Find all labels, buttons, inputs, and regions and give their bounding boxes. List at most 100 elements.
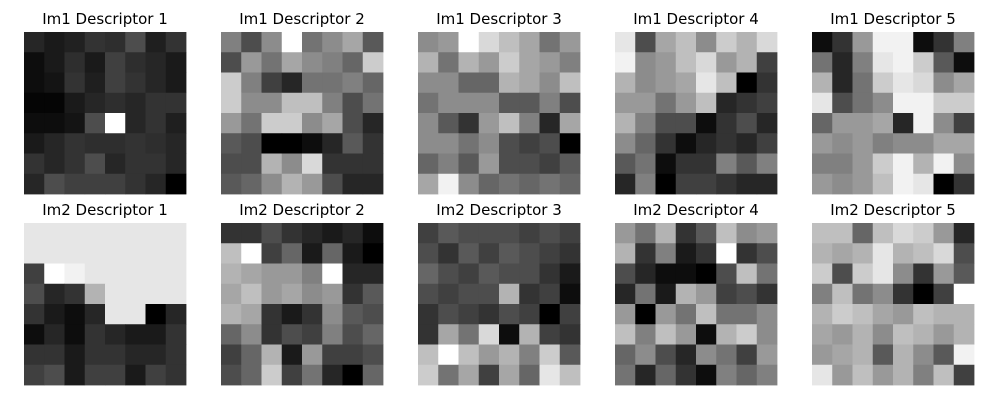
heatmap-cell: [519, 173, 540, 195]
heatmap-cell: [872, 364, 894, 386]
heatmap-cell: [852, 344, 874, 366]
heatmap-cell: [852, 32, 874, 53]
heatmap-cell: [261, 304, 283, 325]
heatmap-cell: [519, 92, 540, 114]
heatmap-cell: [342, 364, 364, 386]
heatmap-cell: [125, 324, 146, 345]
heatmap-cell: [655, 113, 677, 134]
heatmap-cell: [832, 283, 853, 305]
heatmap-cell: [302, 304, 323, 325]
heatmap-cell: [478, 153, 500, 175]
heatmap-cell: [322, 344, 343, 366]
heatmap-cell: [418, 52, 439, 73]
heatmap-cell: [716, 324, 737, 345]
heatmap-cell: [635, 223, 656, 244]
heatmap-cell: [736, 52, 758, 73]
heatmap-cell: [478, 52, 500, 73]
heatmap-cell: [756, 364, 778, 386]
heatmap-cell: [125, 173, 146, 195]
heatmap-cell: [322, 223, 343, 244]
heatmap-cell: [893, 92, 914, 114]
heatmap-cell: [221, 243, 242, 264]
heatmap-cell: [675, 344, 697, 366]
heatmap-cell: [418, 113, 439, 134]
heatmap-cell: [812, 324, 833, 345]
heatmap-cell: [812, 113, 833, 134]
heatmap-cell: [716, 32, 737, 53]
heatmap-cell: [418, 72, 439, 94]
heatmap-cell: [635, 304, 656, 325]
heatmap-cell: [519, 153, 540, 175]
heatmap-cell: [559, 72, 581, 94]
heatmap-cell: [302, 324, 323, 345]
heatmap-cell: [64, 32, 86, 53]
heatmap-cell: [933, 263, 955, 285]
heatmap-cell: [418, 364, 439, 386]
heatmap-cell: [933, 153, 955, 175]
heatmap-cell: [736, 133, 758, 154]
heatmap-cell: [64, 263, 86, 285]
heatmap-cell: [458, 113, 480, 134]
heatmap-cell: [675, 173, 697, 195]
heatmap-cell: [478, 173, 500, 195]
heatmap-cell: [635, 52, 656, 73]
heatmap-cell: [261, 223, 283, 244]
heatmap-cell: [893, 304, 914, 325]
heatmap-cell: [125, 223, 146, 244]
heatmap-cell: [872, 304, 894, 325]
heatmap-cell: [221, 324, 242, 345]
heatmap-cell: [812, 153, 833, 175]
heatmap-cell: [716, 364, 737, 386]
heatmap-cell: [893, 324, 914, 345]
heatmap-cell: [893, 243, 914, 264]
heatmap-cell: [852, 133, 874, 154]
heatmap-cell: [221, 52, 242, 73]
heatmap-cell: [615, 344, 636, 366]
heatmap-cell: [893, 263, 914, 285]
heatmap-cell: [852, 223, 874, 244]
heatmap-cell: [44, 364, 65, 386]
heatmap-cell: [736, 263, 758, 285]
heatmap-cell: [519, 133, 540, 154]
heatmap-cell: [281, 324, 303, 345]
heatmap-cell: [458, 173, 480, 195]
heatmap-cell: [716, 243, 737, 264]
heatmap-cell: [241, 52, 262, 73]
heatmap-cell: [559, 324, 581, 345]
heatmap-cell: [499, 153, 520, 175]
heatmap-cell: [893, 113, 914, 134]
heatmap-cell: [736, 243, 758, 264]
heatmap-cell: [418, 223, 439, 244]
heatmap-cell: [322, 113, 343, 134]
heatmap-cell: [44, 283, 65, 305]
heatmap-cell: [812, 283, 833, 305]
heatmap-cell: [241, 32, 262, 53]
heatmap-cell: [812, 223, 833, 244]
heatmap-cell: [756, 133, 778, 154]
heatmap-cell: [499, 364, 520, 386]
heatmap-cell: [832, 52, 853, 73]
heatmap-cell: [24, 133, 45, 154]
heatmap-cell: [832, 173, 853, 195]
heatmap-cell: [281, 263, 303, 285]
heatmap-cell: [64, 304, 86, 325]
heatmap-cell: [165, 223, 187, 244]
heatmap-cell: [933, 113, 955, 134]
heatmap-cell: [852, 72, 874, 94]
heatmap-cell: [261, 32, 283, 53]
heatmap-cell: [519, 324, 540, 345]
heatmap-cell: [418, 173, 439, 195]
heatmap-cell: [44, 113, 65, 134]
heatmap-cell: [539, 72, 561, 94]
heatmap-cell: [145, 304, 167, 325]
heatmap-cell: [696, 153, 717, 175]
heatmap-cell: [539, 52, 561, 73]
heatmap-cell: [165, 263, 187, 285]
heatmap-cell: [519, 113, 540, 134]
heatmap-cell: [241, 113, 262, 134]
heatmap-cell: [635, 72, 656, 94]
heatmap-cell: [716, 133, 737, 154]
heatmap-cell: [165, 243, 187, 264]
heatmap-cell: [478, 133, 500, 154]
